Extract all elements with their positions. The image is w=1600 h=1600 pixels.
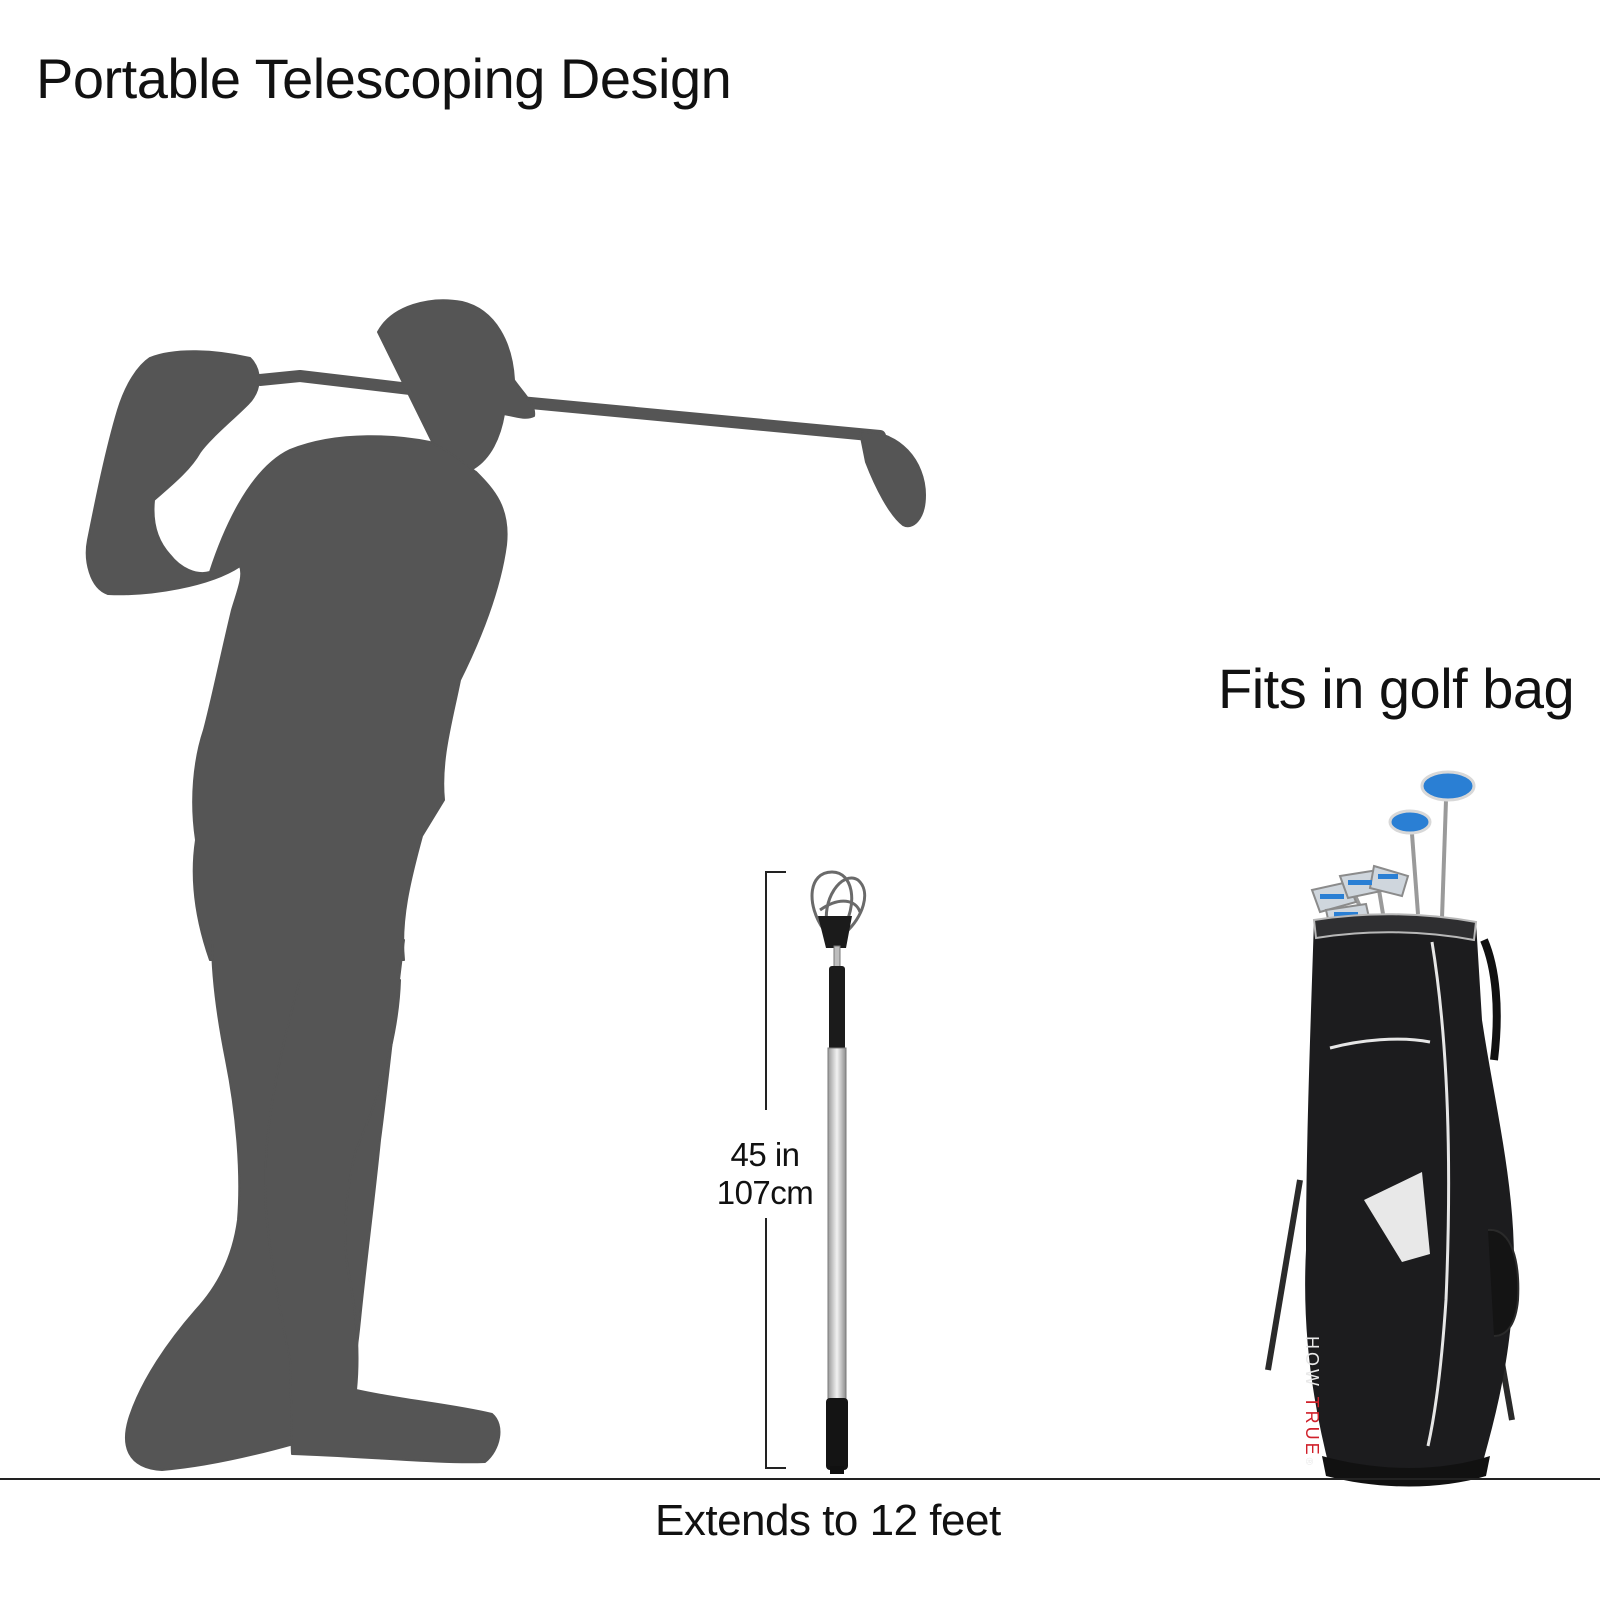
length-centimeters: 107cm xyxy=(716,1174,814,1211)
length-measurement: 45 in 107cm xyxy=(700,1136,830,1212)
ground-line xyxy=(0,1478,1600,1480)
headline: Portable Telescoping Design xyxy=(36,47,732,110)
length-inches: 45 in xyxy=(730,1136,800,1173)
bag-brand-part1: HOW xyxy=(1302,1336,1322,1397)
bag-brand: HOW TRUE® xyxy=(1301,1336,1322,1468)
bag-brand-part2: TRUE xyxy=(1302,1396,1322,1458)
bag-caption: Fits in golf bag xyxy=(1218,657,1575,720)
extend-caption: Extends to 12 feet xyxy=(655,1496,1001,1545)
bag-brand-mark: ® xyxy=(1303,1457,1314,1469)
